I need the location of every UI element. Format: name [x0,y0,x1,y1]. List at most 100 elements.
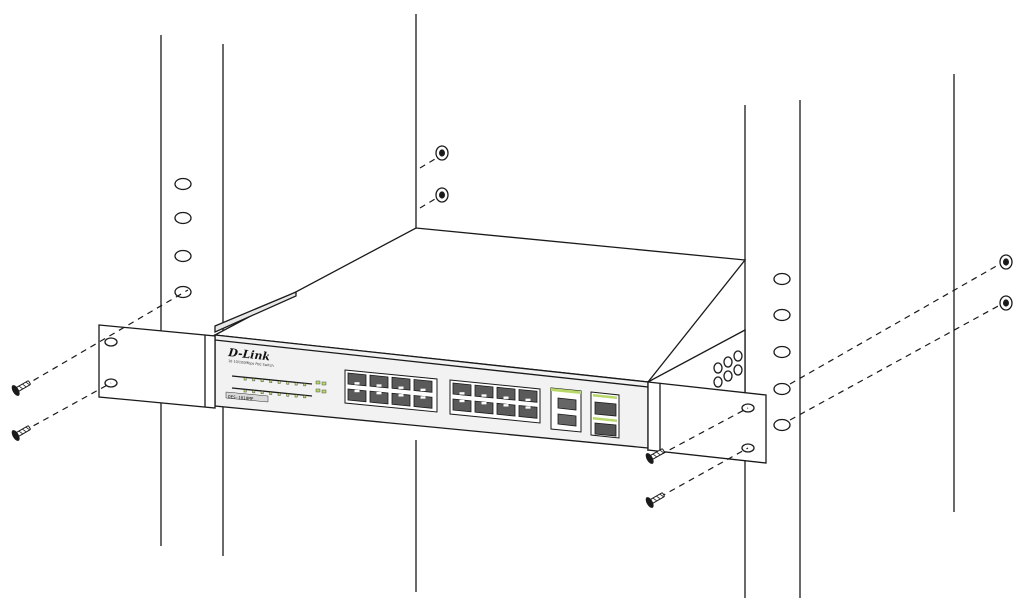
port-latch [376,384,382,387]
port-status-led [260,391,264,394]
left-rack-holes [174,177,192,299]
ethernet-port-icon [474,384,494,399]
port-latch [398,386,404,389]
uplink-port-group [550,387,582,433]
ethernet-port-group-2 [449,379,541,424]
guide-line-left-upper [23,289,189,387]
port-status-led [303,395,307,399]
front-panel-bevel [214,339,649,388]
port-status-led [303,383,307,387]
front-panel-details: D-Link 16 10/100Mbps PoE Switch DES-1018… [225,346,620,439]
rack-hole-icon [174,249,192,263]
status-led-panel [231,375,327,399]
port-latch [420,396,426,399]
uplink-frame [550,387,582,433]
sfp-slot-group [590,391,620,439]
port-latch [420,388,426,392]
ethernet-port-icon [518,405,538,419]
port-latch [503,396,509,399]
port-status-led [269,391,273,395]
rack-hole-icon [773,418,791,432]
port-latch [525,398,531,402]
led-poe [315,388,321,393]
uplink-label-strip [551,388,581,394]
led-poe [315,380,321,385]
cage-nut-icon [435,187,449,203]
guide-line-right-lower [789,304,1001,421]
ethernet-port-icon [452,398,472,413]
bracket-hole-icon [741,443,755,453]
screw-icon [645,492,665,508]
cage-nut-icon [999,254,1013,270]
vent-hole [713,376,723,388]
port-block-frame [449,379,541,424]
vent-hole [723,370,733,382]
sfp-slot-icon [594,422,617,437]
rack-hole-icon [773,308,791,322]
port-status-led [277,380,281,384]
ethernet-port-icon [557,397,577,411]
port-latch [354,389,360,393]
brand-logo: D-Link [227,346,271,363]
port-latch [459,399,465,403]
port-status-led [294,382,298,386]
sfp-slot-icon [594,401,617,417]
port-status-led [286,393,290,397]
port-latch [354,382,360,385]
right-rack-ear [647,381,767,464]
screw-icon [11,380,31,396]
rack-hole-icon [773,382,791,396]
side-vents [713,350,743,388]
device-subtitle: 16 10/100Mbps PoE Switch [228,359,274,368]
guide-line-right-bracket-upper [659,407,749,456]
ethernet-port-icon [496,402,516,417]
ethernet-port-icon [413,395,433,409]
ethernet-port-icon [518,389,538,403]
cage-nut-icon [435,145,449,161]
screws-left [11,380,31,441]
ethernet-port-icon [347,388,367,403]
ethernet-port-icon [391,376,411,391]
port-status-led [294,394,298,398]
rack-hole-icon [174,177,192,191]
vent-hole [733,364,743,376]
left-rack-ear [98,324,216,409]
vent-hole [713,362,723,374]
sfp-label-strip [593,394,617,399]
switch-left-edge-strip [214,291,297,334]
port-status-led [260,379,264,382]
model-label-plate [225,391,269,403]
guide-line-right-upper [789,263,1001,385]
port-status-led [277,392,281,396]
port-latch [481,394,487,397]
port-latch [398,394,404,397]
port-latch [459,392,465,395]
vent-hole [723,356,733,368]
port-status-led [252,378,256,382]
port-status-led [269,379,273,383]
bracket-hole-icon [741,403,755,413]
right-rack-holes [773,272,791,432]
port-status-led [243,389,247,393]
port-status-led [252,390,256,394]
ethernet-port-icon [391,392,411,407]
ethernet-port-group-1 [344,369,438,413]
bracket-hole-icon [104,337,118,347]
cage-nuts [435,145,1013,311]
guide-line-left-lower [23,382,112,432]
rack-hole-icon [174,211,192,225]
rack-hole-icon [773,272,791,286]
alignment-guides [23,155,1001,498]
ethernet-port-icon [557,413,577,427]
screw-icon [11,425,31,441]
ethernet-port-icon [347,372,367,387]
ethernet-port-icon [369,374,389,389]
ethernet-port-icon [413,379,433,393]
port-latch [503,404,509,407]
bracket-hole-icon [104,378,118,388]
left-bracket-plate [98,324,216,409]
sfp-label-strip [593,417,617,422]
led-poe [321,389,327,394]
port-latch [525,406,531,409]
vent-hole [733,350,743,362]
